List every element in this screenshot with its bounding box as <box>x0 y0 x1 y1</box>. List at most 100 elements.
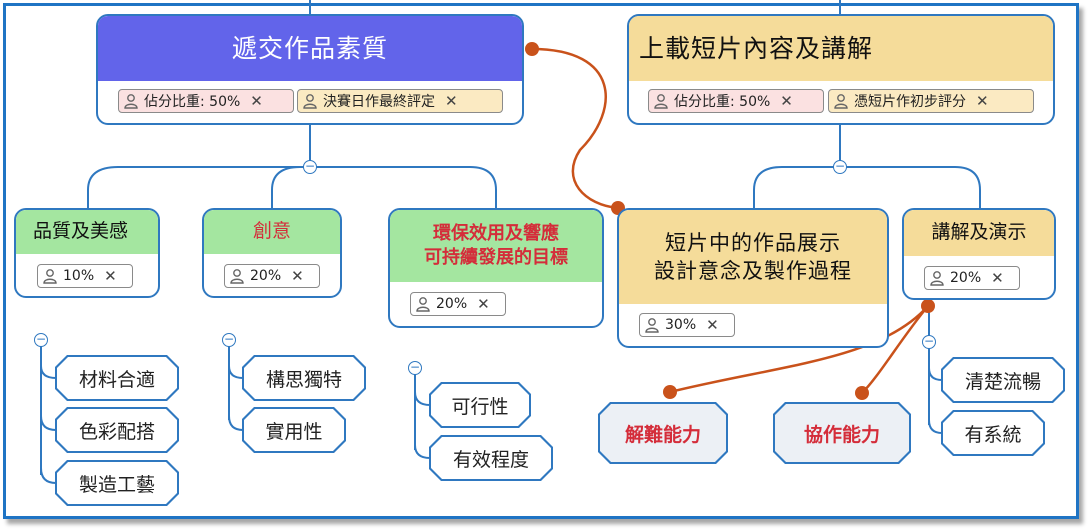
leaf-craft[interactable]: 製造工藝 <box>55 460 179 506</box>
person-icon <box>43 269 57 284</box>
close-icon[interactable]: ✕ <box>250 92 263 110</box>
chip-left-weight[interactable]: 佔分比重: 50% ✕ <box>118 89 294 113</box>
collapse-toggle-presentation[interactable]: − <box>922 334 936 349</box>
main-topic-left-title: 遞交作品素質 <box>231 33 388 63</box>
chip-video-weight[interactable]: 30% ✕ <box>639 313 735 337</box>
chip-left-note[interactable]: 決賽日作最終評定 ✕ <box>297 89 503 113</box>
subtopic-environment-line2: 可持續發展的目標 <box>424 247 568 268</box>
collapse-toggle-creativity[interactable]: − <box>222 332 236 347</box>
leaf-color-label: 色彩配搭 <box>57 409 177 451</box>
main-topic-right-header: 上載短片內容及講解 <box>629 16 1053 81</box>
chip-right-note[interactable]: 憑短片作初步評分 ✕ <box>828 89 1034 113</box>
connector-to-environment <box>310 166 497 209</box>
leaf-systematic-label: 有系統 <box>943 412 1043 454</box>
person-icon <box>930 271 944 286</box>
connector-to-quality <box>87 166 310 209</box>
leaf-systematic[interactable]: 有系統 <box>941 410 1045 456</box>
leaf-material-label: 材料合適 <box>57 357 177 399</box>
chip-right-weight[interactable]: 佔分比重: 50% ✕ <box>648 89 824 113</box>
connector-to-presentation <box>840 166 981 209</box>
relation-line-main-to-video <box>531 47 619 210</box>
chip-creativity-weight[interactable]: 20% ✕ <box>224 264 320 288</box>
chip-creativity-weight-label: 20% <box>250 268 282 284</box>
chip-video-weight-label: 30% <box>665 317 697 333</box>
close-icon[interactable]: ✕ <box>291 267 304 285</box>
subtopic-creativity-header: 創意 <box>204 210 340 254</box>
relation-endpoint-dot <box>663 385 677 399</box>
connector-to-video <box>753 166 840 209</box>
leaf-effectiveness[interactable]: 有效程度 <box>429 435 553 481</box>
relation-endpoint-dot <box>525 42 539 56</box>
person-icon <box>230 269 244 284</box>
subtopic-video-header: 短片中的作品展示 設計意念及製作過程 <box>619 210 887 304</box>
connector-to-creativity <box>271 166 310 209</box>
person-icon <box>834 94 848 109</box>
close-icon[interactable]: ✕ <box>976 92 989 110</box>
relation-line-to-problem-solving <box>669 305 929 394</box>
connector-leaf-p1 <box>928 367 943 381</box>
chip-presentation-weight[interactable]: 20% ✕ <box>924 266 1020 290</box>
leaf-unique-idea-label: 構思獨特 <box>244 357 364 399</box>
collapse-toggle-left[interactable]: − <box>303 159 317 174</box>
leaf-clear-fluent-label: 清楚流暢 <box>943 359 1063 401</box>
chip-right-weight-label: 佔分比重: 50% <box>674 94 771 110</box>
subtopic-quality-title: 品質及美感 <box>33 220 129 243</box>
close-icon[interactable]: ✕ <box>991 269 1004 287</box>
leaf-feasibility-label: 可行性 <box>431 384 529 426</box>
subtopic-presentation-header: 講解及演示 <box>904 210 1054 256</box>
leaf-color[interactable]: 色彩配搭 <box>55 407 179 453</box>
chip-left-note-label: 決賽日作最終評定 <box>323 94 435 110</box>
main-topic-left-header: 遞交作品素質 <box>98 16 522 81</box>
connector-leaf-q3 <box>40 467 57 484</box>
connector-leaf-q1 <box>40 365 57 379</box>
person-icon <box>416 297 430 312</box>
connector-leaf-c1 <box>228 365 244 379</box>
leaf-craft-label: 製造工藝 <box>57 462 177 504</box>
leaf-material[interactable]: 材料合適 <box>55 355 179 401</box>
floating-problem-solving[interactable]: 解難能力 <box>598 402 728 464</box>
connector-leaf-c2 <box>228 415 244 431</box>
subtopic-environment-line1: 環保效用及響應 <box>433 222 559 244</box>
main-topic-right[interactable]: 上載短片內容及講解 <box>627 14 1055 125</box>
connector-leaf-e1 <box>414 391 431 406</box>
person-icon <box>645 318 659 333</box>
chip-presentation-weight-label: 20% <box>950 270 982 286</box>
leaf-unique-idea[interactable]: 構思獨特 <box>242 355 366 401</box>
floating-collaboration[interactable]: 協作能力 <box>773 402 911 464</box>
floating-problem-solving-label: 解難能力 <box>600 404 726 462</box>
chip-quality-weight-label: 10% <box>63 268 95 284</box>
close-icon[interactable]: ✕ <box>780 92 793 110</box>
close-icon[interactable]: ✕ <box>104 267 117 285</box>
main-topic-right-title: 上載短片內容及講解 <box>639 33 874 63</box>
subtopic-video-line2: 設計意念及製作過程 <box>654 259 852 283</box>
collapse-toggle-quality[interactable]: − <box>34 332 48 347</box>
relation-line-to-collaboration <box>861 305 929 394</box>
leaf-clear-fluent[interactable]: 清楚流暢 <box>941 357 1065 403</box>
subtopic-video[interactable]: 短片中的作品展示 設計意念及製作過程 <box>617 208 889 348</box>
close-icon[interactable]: ✕ <box>445 92 458 110</box>
chip-left-weight-label: 佔分比重: 50% <box>144 94 241 110</box>
close-icon[interactable]: ✕ <box>477 295 490 313</box>
connector-leaf-p2 <box>928 419 943 434</box>
connector-leaf-e2 <box>414 444 431 459</box>
subtopic-environment-header: 環保效用及響應 可持續發展的目標 <box>390 210 602 282</box>
close-icon[interactable]: ✕ <box>706 316 719 334</box>
subtopic-presentation-title: 講解及演示 <box>931 221 1027 244</box>
relation-endpoint-dot <box>855 386 869 400</box>
leaf-feasibility[interactable]: 可行性 <box>429 382 531 428</box>
collapse-toggle-environment[interactable]: − <box>408 360 422 375</box>
person-icon <box>654 94 668 109</box>
collapse-toggle-right[interactable]: − <box>833 159 847 174</box>
chip-right-note-label: 憑短片作初步評分 <box>854 94 966 110</box>
chip-environment-weight[interactable]: 20% ✕ <box>410 292 506 316</box>
subtopic-video-line1: 短片中的作品展示 <box>665 230 841 255</box>
person-icon <box>124 94 138 109</box>
leaf-practicality[interactable]: 實用性 <box>242 407 346 453</box>
chip-quality-weight[interactable]: 10% ✕ <box>37 264 133 288</box>
leaf-practicality-label: 實用性 <box>244 409 344 451</box>
relation-endpoint-dot <box>921 299 935 313</box>
connector-leaf-q2 <box>40 415 57 431</box>
leaf-effectiveness-label: 有效程度 <box>431 437 551 479</box>
floating-collaboration-label: 協作能力 <box>775 404 909 462</box>
